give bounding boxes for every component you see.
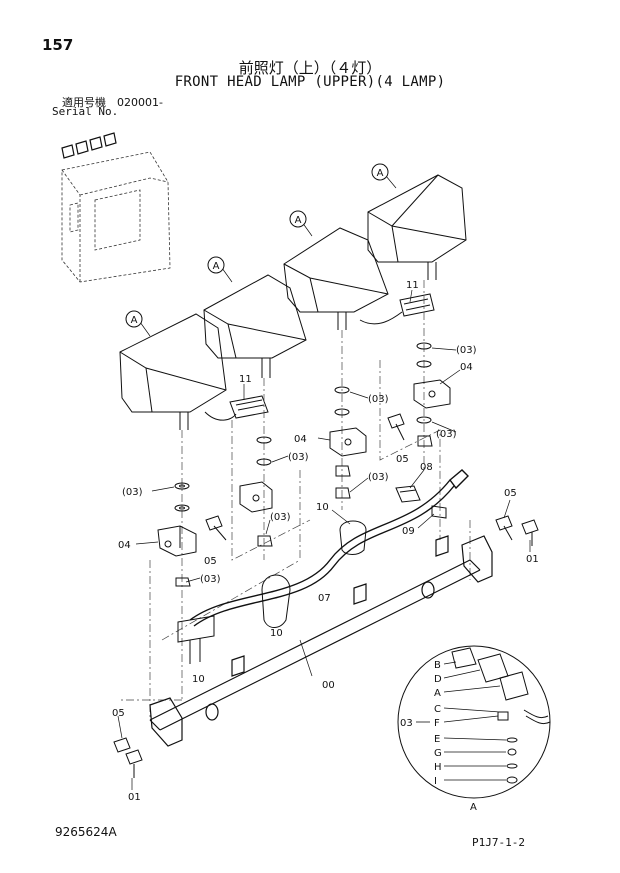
page-title-japanese: 前照灯（上）（４灯） (238, 59, 382, 77)
connector-11-left (204, 395, 269, 421)
detail-label-g: G (434, 748, 442, 759)
washer-stack-third (334, 386, 351, 499)
head-lamp-2 (283, 227, 389, 330)
part-callout-labels: 11 11 (03) (03) (03) (03) (03) (03) (03)… (112, 280, 539, 803)
detail-label-c: C (434, 704, 441, 715)
connector-11-right (359, 293, 435, 325)
bracket-04-right (413, 379, 451, 409)
page-title-english: FRONT HEAD LAMP (UPPER)(4 LAMP) (174, 74, 446, 90)
bolt-01-set (125, 519, 539, 778)
detail-view-title-a: A (470, 802, 477, 813)
cab-lamp-highlight (61, 132, 117, 159)
detail-label-h: H (434, 762, 442, 773)
bracket-04-second (239, 481, 273, 513)
detail-label-b: B (434, 660, 441, 671)
callout-00: 00 (322, 680, 335, 691)
harness-clip-10 (177, 520, 367, 664)
callout-05-c: 05 (504, 488, 517, 499)
callout-09: 09 (402, 526, 415, 537)
callout-03-h: (03) (436, 429, 457, 440)
callout-leader-lines (117, 175, 531, 790)
callout-01-b: 01 (128, 792, 141, 803)
callout-01-a: 01 (526, 554, 539, 565)
callout-05-d: 05 (112, 708, 125, 719)
page-code: P1J7-1-2 (472, 836, 525, 849)
callout-05-b: 05 (396, 454, 409, 465)
cab-thumbnail-illustration (61, 151, 171, 283)
head-lamp-1 (367, 174, 467, 280)
callout-03-b: (03) (200, 574, 221, 585)
bracket-04-left (157, 525, 197, 557)
assembly-guide-lines (120, 280, 471, 720)
lamp-marker-a-4: A (377, 168, 384, 179)
callout-07: 07 (318, 593, 331, 604)
detail-group-ref-03: 03 (400, 718, 413, 729)
callout-03-f: (03) (368, 472, 389, 483)
document-number: 9265624A (55, 825, 117, 839)
callout-03-e: (03) (368, 394, 389, 405)
lamp-marker-a-2: A (213, 261, 220, 272)
callout-03-c: (03) (270, 512, 291, 523)
lamp-marker-a-3: A (295, 215, 302, 226)
callout-03-g: (03) (456, 345, 477, 356)
bracket-04-third (329, 427, 367, 457)
head-lamp-3 (203, 274, 307, 378)
mounting-bar-00 (149, 535, 493, 747)
page-number: 157 (42, 36, 74, 54)
serial-number-label: Serial No. (52, 105, 119, 118)
washer-stack-left (174, 482, 191, 587)
callout-03-a: (03) (122, 487, 143, 498)
callout-05-a: 05 (204, 556, 217, 567)
callout-04-c: 04 (460, 362, 473, 373)
detail-label-e: E (434, 734, 440, 745)
callout-10-a: 10 (316, 502, 329, 513)
detail-leader-lines (416, 661, 507, 781)
callout-04-a: 04 (118, 540, 131, 551)
callout-08: 08 (420, 462, 433, 473)
lamp-marker-a-1: A (131, 315, 138, 326)
callout-11-right: 11 (406, 280, 419, 291)
callout-04-b: 04 (294, 434, 307, 445)
washer-stack-right (416, 342, 433, 447)
callout-10-c: 10 (192, 674, 205, 685)
washer-stack-second (256, 436, 273, 547)
detail-label-i: I (434, 776, 437, 787)
plug-09 (431, 505, 447, 519)
detail-view-a (397, 645, 551, 799)
detail-label-f: F (434, 718, 440, 729)
detail-label-d: D (434, 674, 442, 685)
callout-03-d: (03) (288, 452, 309, 463)
bolt-05-set (113, 413, 513, 753)
head-lamp-4 (119, 313, 227, 430)
lamp-a-markers: A A A A (125, 163, 389, 328)
detail-label-a: A (434, 688, 441, 699)
connector-08 (395, 485, 421, 503)
callout-10-b: 10 (270, 628, 283, 639)
detail-view-labels: B D A C F E G H I 03 A (400, 660, 477, 813)
callout-11-left: 11 (239, 374, 252, 385)
wire-harness-07 (189, 469, 469, 627)
serial-applicability-japanese: 適用号機 020001- (62, 96, 163, 109)
